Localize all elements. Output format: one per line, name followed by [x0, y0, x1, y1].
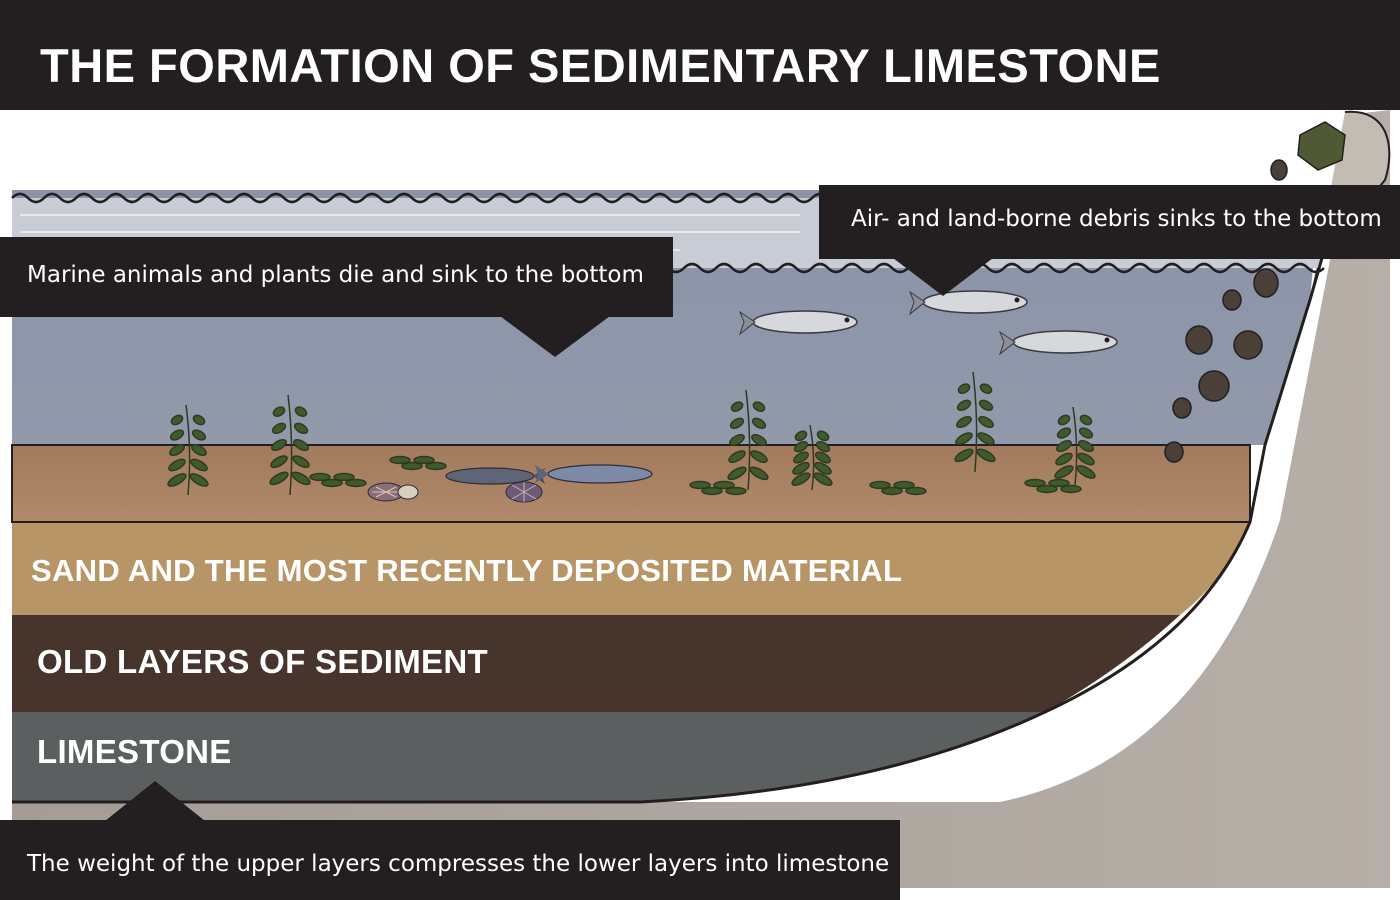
sand-layer-label: SAND AND THE MOST RECENTLY DEPOSITED MAT…	[31, 553, 903, 588]
seaweed-plant	[269, 394, 311, 496]
title-bar: THE FORMATION OF SEDIMENTARY LIMESTONE	[0, 0, 1400, 110]
callout-marine-text: Marine animals and plants die and sink t…	[27, 262, 644, 288]
limestone-label: LIMESTONE	[37, 733, 232, 770]
fallen-seaweed	[689, 480, 747, 496]
fallen-seaweed	[1024, 478, 1082, 494]
dead-fish-2	[535, 464, 653, 484]
callout-weight-pointer	[105, 781, 205, 821]
shell-1	[367, 482, 419, 502]
basin-outline	[12, 257, 1324, 804]
seaweed-plant	[1054, 406, 1096, 486]
callout-debris-text: Air- and land-borne debris sinks to the …	[851, 206, 1382, 232]
seaweed-plant	[727, 389, 769, 491]
old-sediment-layer	[12, 615, 1180, 712]
fish-3	[998, 330, 1118, 356]
callout-weight: The weight of the upper layers compresse…	[0, 820, 900, 900]
limestone-layer	[12, 712, 1045, 802]
fallen-seaweed	[389, 455, 447, 471]
seaweed-plant	[791, 424, 833, 491]
seaweed-plant	[167, 404, 209, 496]
fallen-seaweed	[309, 472, 367, 488]
fish-2	[908, 290, 1028, 316]
callout-marine: Marine animals and plants die and sink t…	[0, 237, 673, 317]
shell-2	[505, 481, 543, 503]
seaweed-plant	[954, 371, 996, 473]
fish-1	[738, 310, 858, 336]
callout-debris: Air- and land-borne debris sinks to the …	[819, 185, 1400, 259]
callout-marine-pointer	[500, 316, 610, 357]
sand-layer	[12, 522, 1250, 615]
old-sediment-label: OLD LAYERS OF SEDIMENT	[37, 643, 488, 680]
callout-debris-pointer	[893, 258, 993, 296]
callout-weight-text: The weight of the upper layers compresse…	[27, 851, 890, 877]
fallen-seaweed	[869, 480, 927, 496]
seaweed-plants	[167, 371, 1096, 496]
falling-debris	[1164, 121, 1346, 463]
diagram-title: THE FORMATION OF SEDIMENTARY LIMESTONE	[40, 39, 1161, 92]
